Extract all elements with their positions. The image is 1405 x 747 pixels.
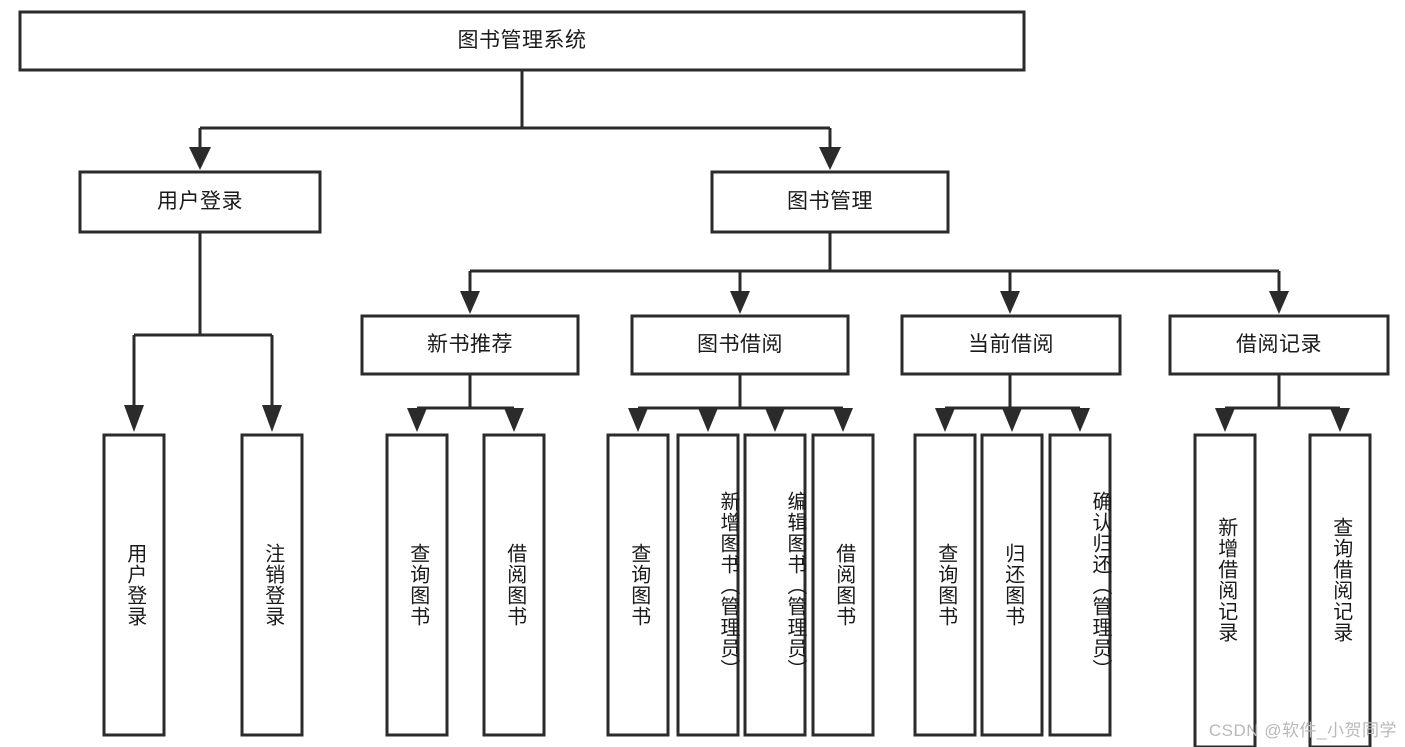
leaf-book-borrow-1[interactable]: [676, 433, 740, 737]
arrow-to-book-borrow: [730, 291, 750, 314]
node-user-login[interactable]: [78, 170, 322, 234]
watermark-text: CSDN @软件_小贺同学: [1208, 721, 1397, 740]
node-root-system[interactable]: [18, 10, 1026, 72]
arrow-to-user-login: [189, 147, 211, 170]
leaf-book-borrow-3[interactable]: [811, 433, 875, 737]
arrow-leaf-user-login-1: [262, 405, 282, 432]
arrow-to-current-borrow: [1000, 291, 1020, 314]
arrow-leaf-new-book-1: [504, 408, 524, 432]
leaf-new-book-0[interactable]: [385, 433, 449, 737]
leaf-user-login-0[interactable]: [102, 433, 166, 737]
arrow-leaf-current-borrow-2: [1070, 408, 1090, 432]
leaf-book-borrow-2[interactable]: [743, 433, 807, 737]
arrow-leaf-book-borrow-1: [698, 408, 718, 432]
arrow-to-book-mgmt: [819, 147, 841, 170]
arrow-leaf-book-borrow-0: [628, 408, 648, 432]
arrow-leaf-book-borrow-3: [833, 408, 853, 432]
node-current-borrow[interactable]: [900, 314, 1122, 376]
leaf-current-borrow-2[interactable]: [1048, 433, 1112, 737]
arrow-leaf-current-borrow-0: [935, 408, 955, 432]
leaf-new-book-1[interactable]: [482, 433, 546, 737]
arrow-leaf-borrow-record-1: [1330, 408, 1350, 432]
leaf-user-login-1[interactable]: [240, 433, 304, 737]
leaf-current-borrow-0[interactable]: [913, 433, 977, 737]
arrow-leaf-current-borrow-1: [1002, 408, 1022, 432]
leaf-book-borrow-0[interactable]: [606, 433, 670, 737]
arrow-leaf-user-login-0: [124, 405, 144, 432]
node-new-book-recommend[interactable]: [360, 314, 580, 376]
leaf-borrow-record-0[interactable]: [1193, 433, 1257, 747]
arrow-leaf-borrow-record-0: [1215, 408, 1235, 432]
node-book-borrow[interactable]: [630, 314, 850, 376]
node-borrow-record[interactable]: [1168, 314, 1390, 376]
leaf-current-borrow-1[interactable]: [980, 433, 1044, 737]
node-book-management[interactable]: [710, 170, 950, 234]
arrow-to-borrow-record: [1269, 291, 1289, 314]
arrow-leaf-book-borrow-2: [765, 408, 785, 432]
leaf-borrow-record-1[interactable]: [1308, 433, 1372, 747]
arrow-leaf-new-book-0: [407, 408, 427, 432]
arrow-to-new-book-recommend: [460, 291, 480, 314]
